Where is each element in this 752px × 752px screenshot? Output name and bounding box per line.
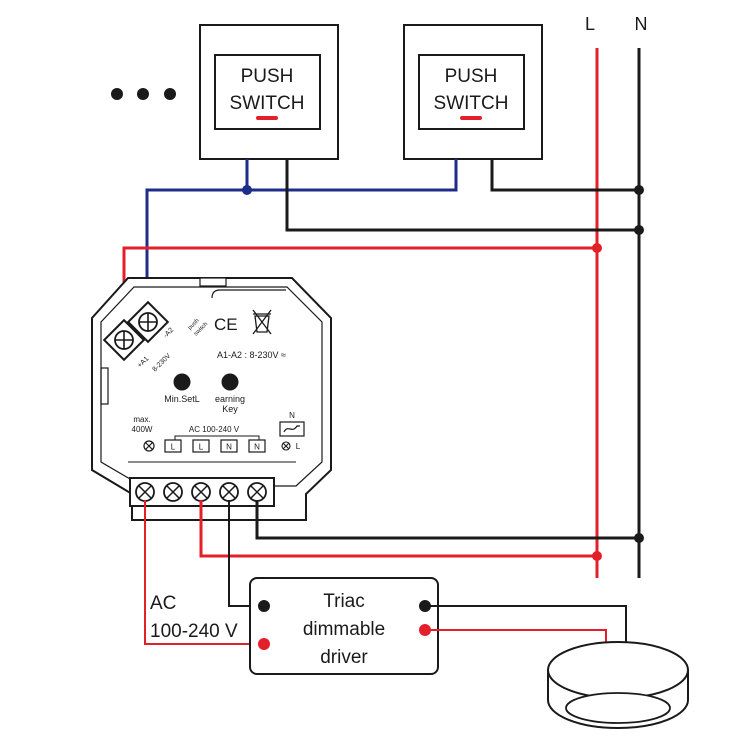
a1-a2-spec: A1-A2 : 8-230V ≈ [217, 350, 286, 360]
terminal-screw [247, 482, 267, 502]
ac-range-label: AC 100-240 V [189, 425, 240, 434]
weee-bin-icon [252, 309, 272, 335]
junction-dot [592, 551, 602, 561]
push-switch-1: PUSH SWITCH [199, 24, 339, 160]
switch-label-line1: PUSH [241, 66, 294, 87]
min-set-label: Min.SetL [164, 394, 200, 404]
junction-dot [634, 185, 644, 195]
lamp-live-wire [425, 629, 607, 646]
neutral-wire [285, 159, 639, 232]
ce-mark: CE [214, 315, 238, 334]
control-wire [247, 159, 458, 192]
junction-dot [242, 185, 252, 195]
driver-label: dimmable [303, 619, 385, 640]
terminal-map-label: L [199, 443, 204, 452]
learning-key-label: earning [215, 394, 245, 404]
terminal-map-label: N [226, 443, 232, 452]
neutral-bus-label: N [635, 14, 648, 34]
lamp-symbol-icon [281, 441, 291, 451]
dimmer-module: +A1 -A2 8-230V push switch CE A1-A2 : 8-… [91, 277, 332, 521]
terminal-map-label: N [254, 443, 260, 452]
live-bus-label: L [585, 14, 595, 34]
push-switch-2: PUSH SWITCH [403, 24, 543, 160]
neutral-wire [255, 500, 639, 540]
driver-input-neutral [258, 600, 270, 612]
max-load-label: 400W [132, 425, 153, 434]
junction-dot [592, 243, 602, 253]
triac-driver: Triac dimmable driver [249, 577, 439, 675]
driver-label: Triac [323, 591, 365, 612]
ac-label: AC [150, 593, 176, 614]
lamp-symbol-icon [143, 440, 155, 452]
learning-key-button [221, 373, 239, 391]
more-switches-dot [137, 88, 149, 100]
driver-label: driver [320, 647, 368, 668]
switch-label-line2: SWITCH [230, 93, 305, 114]
min-set-button [173, 373, 191, 391]
output-n-label: N [289, 411, 295, 420]
led-puck-lamp-icon [547, 641, 689, 729]
output-l-label: L [296, 442, 301, 451]
live-wire [199, 500, 597, 558]
terminal-map-label: L [171, 443, 176, 452]
learning-key-label: Key [222, 404, 238, 414]
terminal-screw [135, 482, 155, 502]
terminal-screw [163, 482, 183, 502]
driver-input-live [258, 638, 270, 650]
ac-range-label: 100-240 V [150, 621, 238, 642]
more-switches-dot [111, 88, 123, 100]
switch-indicator [460, 116, 482, 120]
switch-label-line2: SWITCH [434, 93, 509, 114]
terminal-screw [219, 482, 239, 502]
terminal-screw [191, 482, 211, 502]
neutral-wire [490, 159, 639, 192]
max-load-label: max. [133, 415, 150, 424]
junction-dot [634, 225, 644, 235]
dimmer-symbol-icon [283, 425, 300, 433]
switch-label-line1: PUSH [445, 66, 498, 87]
lamp-neutral-wire [425, 605, 627, 646]
more-switches-dot [164, 88, 176, 100]
dimmed-live-wire [144, 500, 264, 645]
junction-dot [634, 533, 644, 543]
switch-indicator [256, 116, 278, 120]
control-wire [145, 159, 249, 318]
